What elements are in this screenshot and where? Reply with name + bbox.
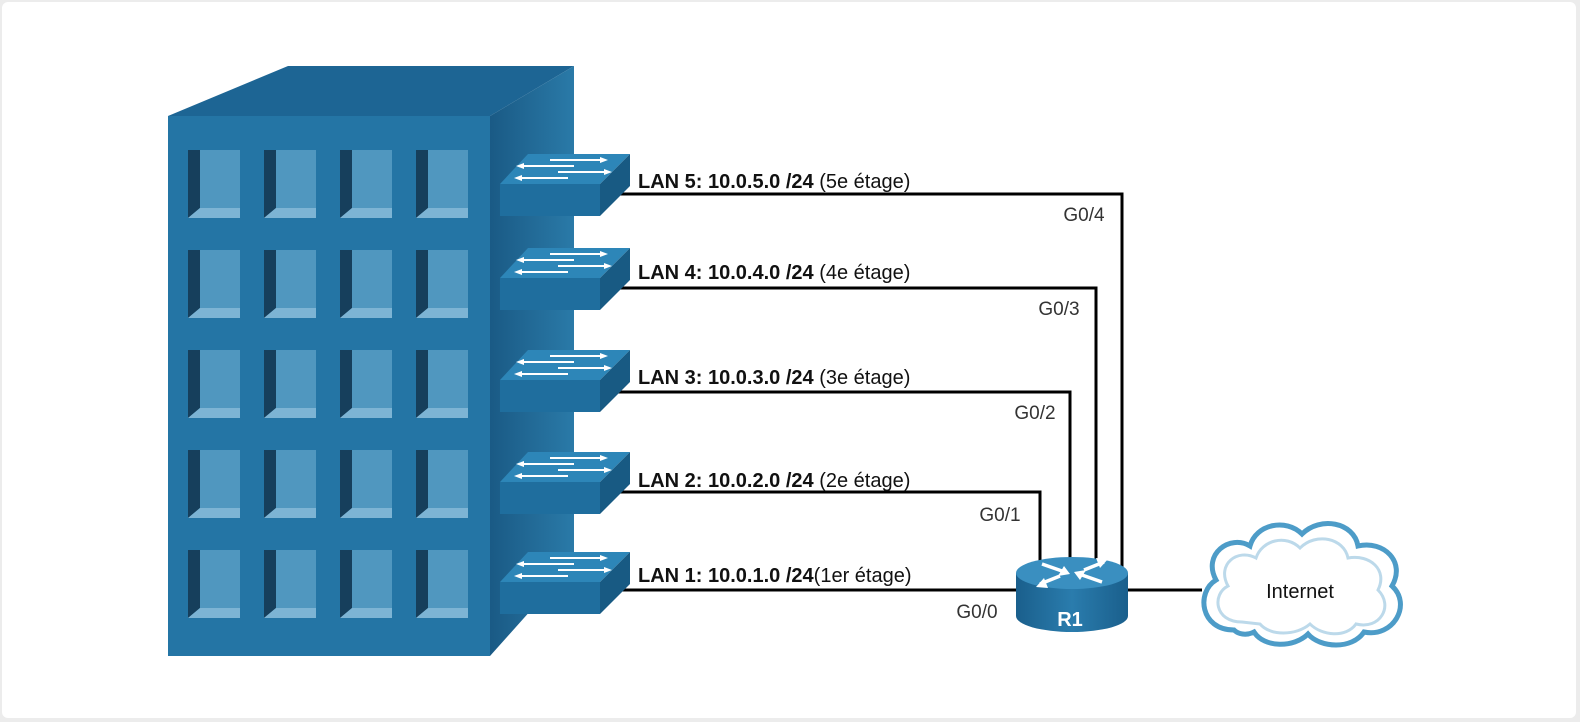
port-label-2: G0/1 xyxy=(979,505,1020,526)
switch-arrows-icon xyxy=(514,251,612,275)
port-label-4: G0/3 xyxy=(1038,299,1079,320)
link-lan-2 xyxy=(616,490,1042,568)
building-windows xyxy=(188,150,468,618)
internet-label: Internet xyxy=(1266,581,1334,603)
building xyxy=(168,66,574,656)
switch-arrows-icon xyxy=(514,353,612,377)
lan-floor: (3e étage) xyxy=(814,367,911,389)
switch-3 xyxy=(500,350,630,412)
lan-label-3: LAN 3: 10.0.3.0 /24 (3e étage) xyxy=(638,367,910,389)
switch-4 xyxy=(500,248,630,310)
window xyxy=(264,250,316,318)
window xyxy=(264,150,316,218)
switch-arrows-icon xyxy=(514,555,612,579)
window xyxy=(340,450,392,518)
lan-label-1: LAN 1: 10.0.1.0 /24(1er étage) xyxy=(638,565,912,587)
lan-label-5: LAN 5: 10.0.5.0 /24 (5e étage) xyxy=(638,171,910,193)
switch-2 xyxy=(500,452,630,514)
router-arrows-icon xyxy=(1036,558,1108,588)
window xyxy=(340,550,392,618)
router-r1: R1 xyxy=(1016,557,1128,632)
port-label-3: G0/2 xyxy=(1014,403,1055,424)
window xyxy=(188,150,240,218)
switch-1 xyxy=(500,552,630,614)
window xyxy=(188,250,240,318)
window xyxy=(264,350,316,418)
window xyxy=(416,150,468,218)
lan-label-2: LAN 2: 10.0.2.0 /24 (2e étage) xyxy=(638,470,910,492)
window xyxy=(416,550,468,618)
lan-network: LAN 2: 10.0.2.0 /24 xyxy=(638,470,815,492)
window xyxy=(188,350,240,418)
lan-label-4: LAN 4: 10.0.4.0 /24 (4e étage) xyxy=(638,262,910,284)
port-label-1: G0/0 xyxy=(956,602,997,623)
port-label-5: G0/4 xyxy=(1063,205,1105,226)
internet-cloud: Internet xyxy=(1201,521,1403,648)
window xyxy=(340,250,392,318)
window xyxy=(264,450,316,518)
window xyxy=(416,350,468,418)
window xyxy=(188,550,240,618)
link-lan-4 xyxy=(616,286,1098,568)
link-lan-5 xyxy=(616,192,1124,568)
switch-5 xyxy=(500,154,630,216)
window xyxy=(416,450,468,518)
lan-floor: (2e étage) xyxy=(814,470,911,492)
lan-network: LAN 5: 10.0.5.0 /24 xyxy=(638,171,815,193)
lan-floor: (1er étage) xyxy=(814,565,912,587)
lan-floor: (4e étage) xyxy=(814,262,911,284)
window xyxy=(340,350,392,418)
building-top xyxy=(168,66,574,116)
window xyxy=(340,150,392,218)
switch-arrows-icon xyxy=(514,157,612,181)
lan-network: LAN 4: 10.0.4.0 /24 xyxy=(638,262,815,284)
switch-arrows-icon xyxy=(514,455,612,479)
window xyxy=(264,550,316,618)
window xyxy=(416,250,468,318)
lan-network: LAN 1: 10.0.1.0 /24 xyxy=(638,565,815,587)
window xyxy=(188,450,240,518)
switches xyxy=(500,154,630,614)
links xyxy=(616,192,1124,592)
lan-floor: (5e étage) xyxy=(814,171,911,193)
link-lan-3 xyxy=(616,390,1072,568)
router-label: R1 xyxy=(1057,609,1083,631)
lan-network: LAN 3: 10.0.3.0 /24 xyxy=(638,367,815,389)
